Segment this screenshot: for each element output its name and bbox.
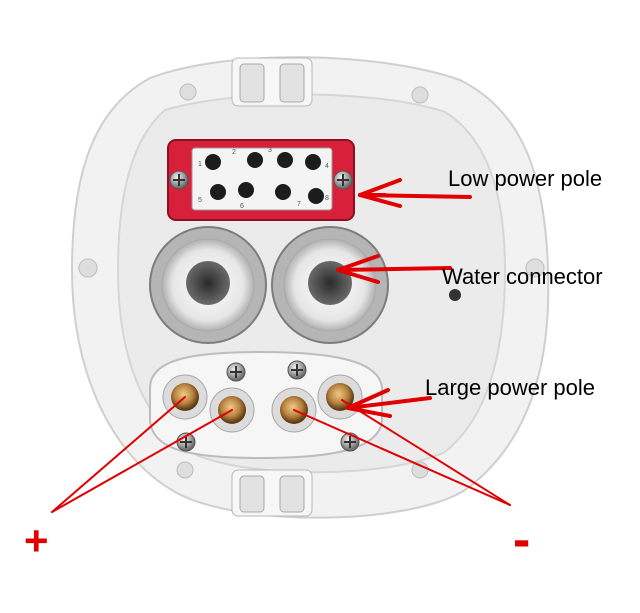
pin-number: 7 [297,201,301,208]
minus-line-icon [341,399,511,506]
low-power-connector: 1 2 3 4 5 6 7 8 [167,139,355,221]
negative-terminal-sign: - [513,511,531,569]
pin-number: 8 [325,195,329,202]
mounting-hole-icon [179,83,197,101]
pin-number: 6 [240,203,244,210]
plus-line-icon [51,409,233,513]
water-connector-left [149,226,267,344]
mounting-hole-icon [176,461,194,479]
arrow-large-power-icon [346,396,432,410]
pin-number: 3 [268,147,272,154]
water-connector-label: Water connector [442,264,603,289]
pin-number: 2 [232,149,236,156]
minus-line-icon [293,409,511,506]
top-hinge [231,57,313,107]
pin-number: 5 [198,197,202,204]
vent-plug-icon [449,289,461,301]
arrow-water-connector-icon [336,266,452,272]
large-power-pole-label: Large power pole [425,375,596,400]
pin-number: 4 [325,163,329,170]
mounting-hole-icon [525,258,545,278]
mounting-hole-icon [78,258,98,278]
water-connector-right [271,226,389,344]
positive-terminal-sign: + [24,517,49,564]
bottom-hinge [231,469,313,517]
pin-number: 1 [198,161,202,168]
mounting-hole-icon [411,86,429,104]
large-power-terminal-block [149,350,383,460]
plus-line-icon [51,396,186,513]
low-power-pole-label: Low power pole [448,166,603,191]
annotation-arrows [51,178,511,513]
